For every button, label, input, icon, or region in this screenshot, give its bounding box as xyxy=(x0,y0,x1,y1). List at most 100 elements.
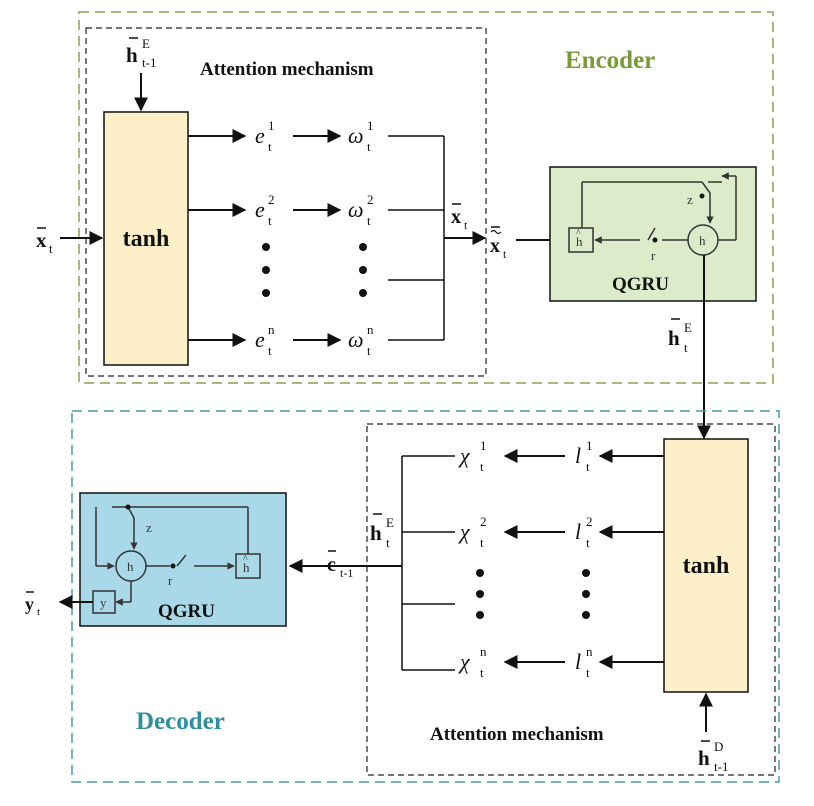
encoder-e-ellipsis xyxy=(262,243,270,297)
decoder-h-prev-label: h D t-1 xyxy=(698,739,728,774)
encoder-input-x-label: x t xyxy=(36,227,53,256)
svg-text:t: t xyxy=(268,213,272,228)
decoder-y-out-label: y t xyxy=(25,591,40,618)
svg-text:t: t xyxy=(586,535,590,550)
encoder-w-ellipsis xyxy=(359,243,367,297)
decoder-tanh-label: tanh xyxy=(683,553,730,579)
encoder-qgru-z: z xyxy=(687,192,693,207)
svg-text:1: 1 xyxy=(268,118,275,133)
decoder-attention-box xyxy=(366,423,776,776)
svg-text:h: h xyxy=(370,521,382,545)
svg-text:t-1: t-1 xyxy=(340,566,353,580)
encoder-xtil-label: x t xyxy=(490,226,507,261)
encoder-wn-label: ω n t xyxy=(348,322,374,358)
svg-text:2: 2 xyxy=(367,192,374,207)
svg-text:t: t xyxy=(367,343,371,358)
svg-text:l: l xyxy=(575,519,581,544)
svg-text:x: x xyxy=(451,206,461,228)
svg-text:t: t xyxy=(586,665,590,680)
decoder-qgru-z: z xyxy=(146,520,152,535)
encoder-w1-label: ω 1 t xyxy=(348,118,374,154)
svg-text:ω: ω xyxy=(348,327,364,352)
encoder-collector-lines xyxy=(388,135,445,341)
svg-text:E: E xyxy=(684,320,692,335)
decoder-chi2-label: χ 2 t xyxy=(458,514,487,550)
encoder-e2-label: e 2 t xyxy=(255,192,275,228)
svg-text:n: n xyxy=(586,644,593,659)
svg-text:χ: χ xyxy=(458,649,471,674)
decoder-ln-label: l n t xyxy=(575,644,593,680)
svg-text:t: t xyxy=(268,343,272,358)
svg-text:2: 2 xyxy=(480,514,487,529)
decoder-collector-lines xyxy=(401,455,455,671)
svg-text:χ: χ xyxy=(458,443,471,468)
encoder-en-label: e n t xyxy=(255,322,275,358)
decoder-qgru-dots xyxy=(125,504,176,569)
svg-text:t: t xyxy=(480,459,484,474)
encoder-qgru-r: r xyxy=(651,248,656,263)
decoder-c-label: c t-1 xyxy=(327,550,353,580)
svg-text:n: n xyxy=(480,644,487,659)
decoder-qgru-hhat: h xyxy=(243,560,250,575)
svg-text:x: x xyxy=(36,228,47,252)
decoder-qgru-internals xyxy=(92,506,261,614)
svg-text:l: l xyxy=(575,443,581,468)
svg-text:t-1: t-1 xyxy=(142,55,156,70)
svg-text:t: t xyxy=(386,535,390,550)
svg-text:t: t xyxy=(503,247,507,261)
encoder-tanh-block xyxy=(103,111,189,366)
svg-text:y: y xyxy=(25,594,34,614)
svg-text:n: n xyxy=(268,322,275,337)
decoder-attention-title: Attention mechanism xyxy=(430,724,604,745)
svg-text:ω: ω xyxy=(348,123,364,148)
encoder-qgru-h: h xyxy=(699,233,706,248)
encoder-h-prev-label: h E t-1 xyxy=(126,36,156,70)
decoder-qgru-h: h xyxy=(127,559,134,574)
decoder-qgru-r: r xyxy=(168,573,173,588)
decoder-l1-label: l 1 t xyxy=(575,438,593,474)
svg-text:t: t xyxy=(684,340,688,355)
decoder-qgru-hhat-caret: ^ xyxy=(243,554,248,565)
svg-text:1: 1 xyxy=(367,118,374,133)
decoder-qgru-label: QGRU xyxy=(158,601,215,622)
svg-text:t: t xyxy=(268,139,272,154)
svg-text:x: x xyxy=(490,235,500,257)
encoder-h-out-label: h E t xyxy=(668,318,692,355)
svg-text:e: e xyxy=(255,327,265,352)
decoder-chin-label: χ n t xyxy=(458,644,487,680)
svg-text:h: h xyxy=(126,43,138,67)
svg-text:χ: χ xyxy=(458,519,471,544)
svg-text:t: t xyxy=(480,665,484,680)
encoder-qgru-internals xyxy=(568,172,737,256)
decoder-hE-label: h E t xyxy=(370,513,394,550)
svg-text:1: 1 xyxy=(480,438,487,453)
svg-text:t: t xyxy=(586,459,590,474)
decoder-chi-ellipsis xyxy=(476,569,484,619)
svg-text:2: 2 xyxy=(586,514,593,529)
encoder-label: Encoder xyxy=(565,47,655,74)
encoder-attention-box xyxy=(85,27,487,377)
encoder-qgru-label: QGRU xyxy=(612,274,669,295)
decoder-tanh-block xyxy=(663,438,749,693)
encoder-qgru-hhat-caret: ^ xyxy=(576,228,581,239)
svg-text:1: 1 xyxy=(586,438,593,453)
encoder-xt-label: x t xyxy=(451,203,468,232)
svg-text:E: E xyxy=(142,36,150,51)
svg-text:D: D xyxy=(714,739,723,754)
svg-text:2: 2 xyxy=(268,192,275,207)
encoder-e1-label: e 1 t xyxy=(255,118,275,154)
svg-text:ω: ω xyxy=(348,197,364,222)
svg-text:h: h xyxy=(668,326,680,350)
svg-text:t: t xyxy=(464,218,468,232)
svg-text:h: h xyxy=(698,746,710,770)
encoder-qgru-hhat: h xyxy=(576,234,583,249)
encoder-w2-label: ω 2 t xyxy=(348,192,374,228)
svg-text:t: t xyxy=(367,139,371,154)
decoder-label: Decoder xyxy=(136,708,225,735)
decoder-qgru-y: y xyxy=(100,595,107,610)
svg-text:l: l xyxy=(575,649,581,674)
svg-text:e: e xyxy=(255,197,265,222)
svg-text:t: t xyxy=(367,213,371,228)
